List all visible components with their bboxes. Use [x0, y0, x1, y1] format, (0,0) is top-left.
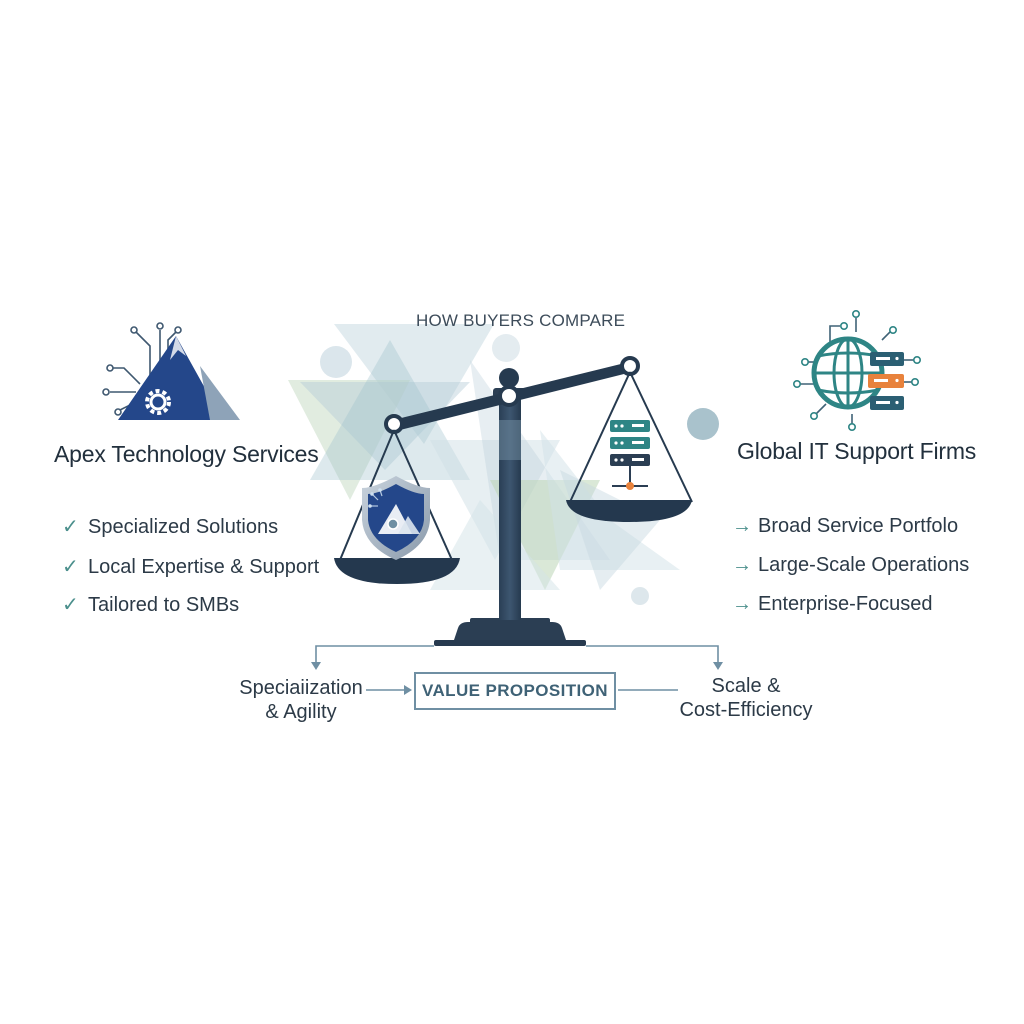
flow-left-label: Speciaiization & Agility [239, 677, 363, 723]
diagram-title: HOW BUYERS COMPARE [416, 311, 626, 330]
right-bullet: →Broad Service Portfolo [732, 515, 959, 537]
flow-connectors [311, 645, 723, 695]
value-proposition-box: VALUE PROPOSITION [414, 672, 616, 710]
globe-network-icon [792, 309, 921, 431]
flow-right-label: Scale & Cost-Efficiency [679, 675, 813, 721]
arrow-right-icon: → [732, 593, 752, 615]
right-company-name: Global IT Support Firms [737, 438, 977, 464]
left-company-name: Apex Technology Services [54, 441, 319, 467]
shield-mountain-icon [362, 476, 430, 560]
check-icon: ✓ [62, 594, 79, 616]
arrow-right-icon: → [732, 554, 752, 576]
left-bullet: ✓Tailored to SMBs [62, 594, 240, 616]
left-bullet: ✓Specialized Solutions [62, 516, 279, 538]
balance-scale [334, 356, 693, 646]
server-stack-icon [610, 420, 650, 490]
check-icon: ✓ [62, 556, 79, 578]
right-bullet: →Large-Scale Operations [732, 554, 970, 576]
left-bullet: ✓Local Expertise & Support [62, 556, 320, 578]
check-icon: ✓ [62, 516, 79, 538]
arrow-right-icon: → [732, 515, 752, 537]
mountain-gear-icon [102, 322, 240, 420]
right-bullet: →Enterprise-Focused [732, 593, 933, 615]
